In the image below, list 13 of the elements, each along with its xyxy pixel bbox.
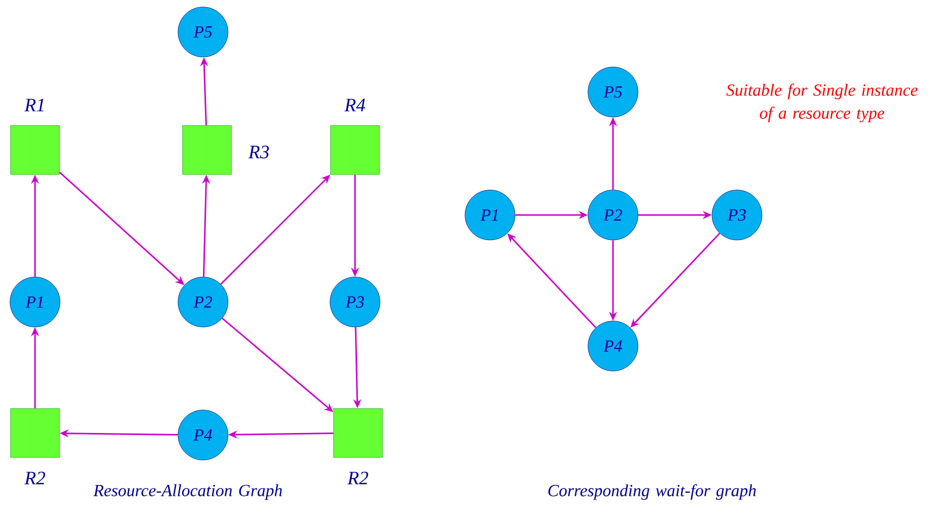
node-label: R3	[248, 146, 269, 158]
node-label: R2	[347, 472, 368, 484]
resource-square: R1	[10, 98, 60, 175]
resource-square: R3	[182, 125, 269, 175]
node-label: R1	[24, 98, 44, 112]
resource-square: R2	[10, 408, 60, 484]
node-label: R4	[344, 98, 366, 112]
node-label: R2	[24, 472, 46, 484]
graph-caption: Corresponding wait-for graph	[548, 484, 756, 500]
graph-caption: Resource-Allocation Graph	[93, 484, 282, 500]
resource-square: R2	[333, 408, 383, 484]
resource-square: R4	[330, 98, 380, 175]
note-text: Suitable for Single instance of a resource type	[726, 84, 918, 122]
